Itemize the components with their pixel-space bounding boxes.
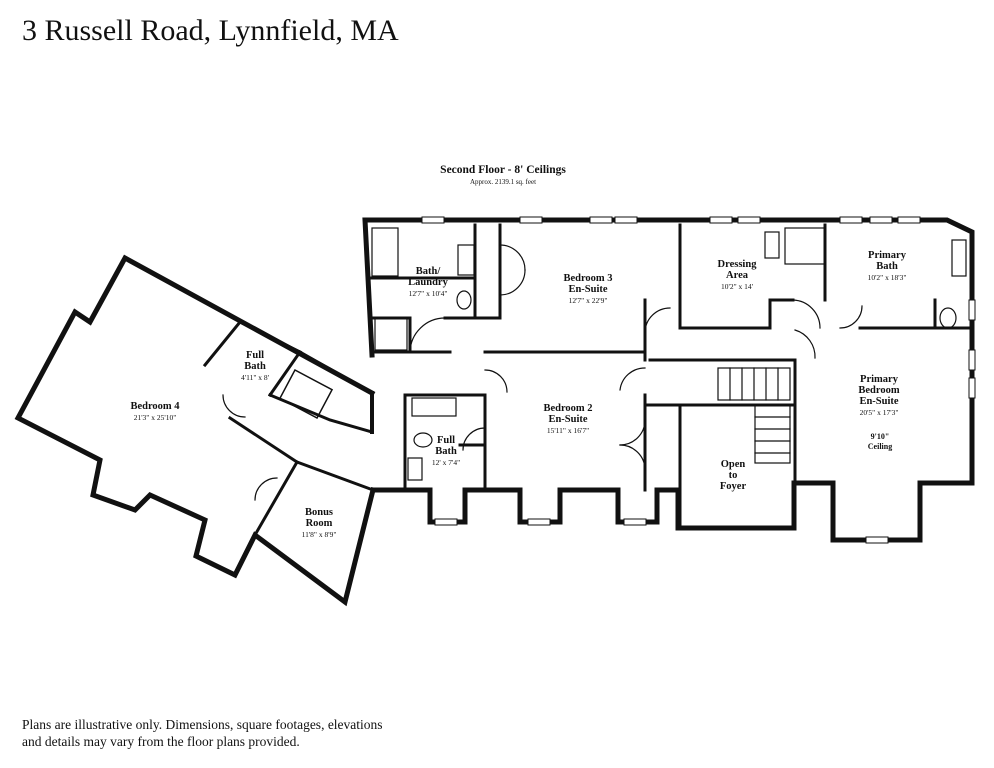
room-label-bath-laundry: Bath/ Laundry 12'7" x 10'4"	[408, 266, 448, 298]
room-label-bedroom-3: Bedroom 3 En-Suite 12'7" x 22'9"	[563, 273, 613, 305]
listing-title: 3 Russell Road, Lynnfield, MA	[22, 14, 399, 47]
floor-title: Second Floor - 8' Ceilings	[440, 164, 566, 176]
room-label-dressing-area: Dressing Area 10'2" x 14'	[717, 259, 757, 291]
floor-area: Approx. 2139.1 sq. feet	[469, 178, 537, 186]
exterior-wall-angled-wing	[14, 254, 377, 607]
room-label-primary-bath: Primary Bath 10'2" x 18'3"	[867, 250, 907, 282]
room-label-primary-bedroom: Primary Bedroom En-Suite 20'5" x 17'3"	[858, 374, 900, 417]
room-label-full-bath-west: Full Bath 4'11" x 8'	[241, 350, 269, 382]
disclaimer: Plans are illustrative only. Dimensions,…	[22, 717, 383, 749]
room-label-full-bath-center: Full Bath 12' x 7'4"	[431, 435, 461, 467]
room-label-bedroom-2: Bedroom 2 En-Suite 15'11" x 16'7"	[543, 403, 593, 435]
room-label-open-to-foyer: Open to Foyer	[719, 459, 747, 492]
room-label-bonus-room: Bonus Room 11'8" x 8'9"	[301, 507, 337, 539]
exterior-wall-north	[362, 217, 975, 543]
room-label-bedroom-4: Bedroom 4 21'3" x 25'10"	[130, 401, 180, 422]
ceiling-note: 9'10" Ceiling	[867, 432, 893, 451]
